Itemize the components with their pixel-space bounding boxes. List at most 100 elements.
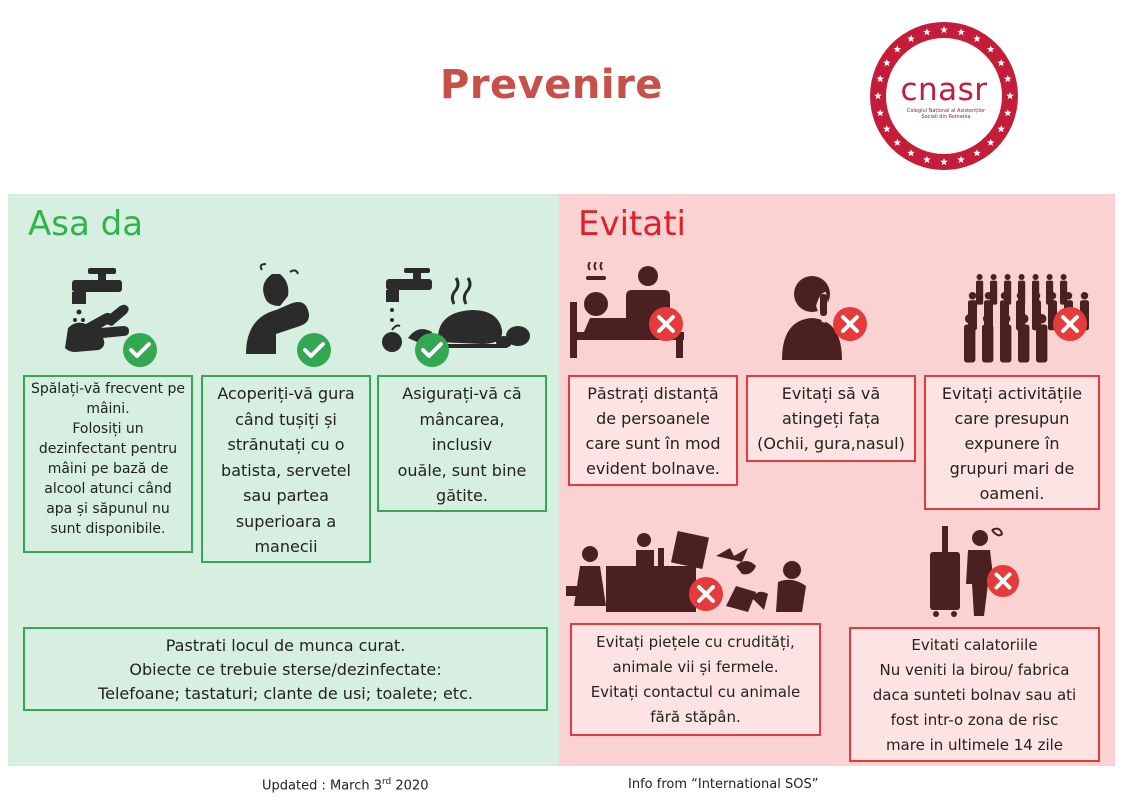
source-note: Info from “International SOS” <box>628 777 819 792</box>
travel-tip: Evitati calatoriile Nu veniti la birou/ … <box>849 627 1100 762</box>
logo-star <box>893 138 902 146</box>
tip-line: batista, servetel <box>221 460 351 480</box>
washing-hands-icon <box>65 268 129 352</box>
handwashing-tip: Spălați-vă frecvent pe mâini. Folosiți u… <box>23 375 193 553</box>
tip-line: care sunt în mod <box>585 434 721 453</box>
logo-star <box>907 34 915 43</box>
crowd-person <box>982 314 994 363</box>
cross-icon <box>833 307 867 341</box>
tip-line: mâini pe bază de <box>47 461 169 477</box>
tip-line: grupuri mari de <box>949 459 1075 478</box>
tip-line: strănutați cu o <box>227 435 345 454</box>
cough-into-elbow-icon <box>246 263 309 354</box>
check-icon <box>297 333 331 367</box>
logo-star <box>940 158 948 166</box>
tip-line: Evitați să vă <box>781 384 881 403</box>
crowd-person <box>1032 274 1040 305</box>
tip-line: Păstrați distanță <box>587 384 719 403</box>
tip-line: Spălați-vă frecvent pe <box>30 381 186 397</box>
tip-line: fost intr-o zona de risc <box>890 711 1059 729</box>
tip-line: ouăle, sunt bine <box>397 460 527 480</box>
touch-face-tip: Evitați să vă atingeți fața (Ochii, gura… <box>746 375 916 462</box>
cooked-food-tip: Asigurați-vă că mâncarea, inclusiv ouăle… <box>377 375 547 512</box>
logo-star <box>874 92 882 100</box>
tip-line: apa și săpunul nu <box>46 501 170 517</box>
crowd-person <box>1000 314 1012 363</box>
cnasr-logo <box>870 22 1018 170</box>
animal-market-icon <box>566 531 806 612</box>
tip-line: mare in ultimele 14 zile <box>885 736 1064 754</box>
cross-icon <box>986 564 1020 598</box>
tip-line: sau partea <box>243 486 329 505</box>
tip-line: care presupun <box>954 409 1070 428</box>
crowd-person <box>1004 274 1012 305</box>
cover-mouth-tip: Acoperiți-vă gura când tușiți și strănut… <box>201 375 371 563</box>
markets-animals-tip: Evitați piețele cu crudități, animale vi… <box>570 623 821 736</box>
tip-line: mâini. <box>86 401 130 417</box>
crowd-person <box>1032 292 1041 331</box>
logo-star <box>973 149 981 157</box>
tip-line: Evitați contactul cu animale <box>590 683 801 701</box>
updated-sup: rd <box>382 777 392 787</box>
logo-star <box>1003 109 1012 117</box>
tip-line: animale vii și fermele. <box>612 658 779 676</box>
cross-icon <box>649 307 683 341</box>
crowd-person <box>1060 274 1068 305</box>
tip-line: dezinfectant pentru <box>38 441 178 457</box>
cooked-food-icon <box>382 268 530 352</box>
logo-star <box>923 28 931 36</box>
tip-line: mâncarea, <box>419 409 505 429</box>
crowd-person <box>1018 314 1030 363</box>
avoid-heading: Evitati <box>578 204 686 244</box>
tip-line: daca sunteti bolnav sau ati <box>872 686 1077 704</box>
updated-date: Updated : March 3rd 2020 <box>262 777 429 793</box>
logo-star <box>923 155 931 163</box>
tip-line: expunere în <box>964 434 1060 453</box>
logo-star <box>883 59 891 67</box>
tip-line: Evitați activitățile <box>941 384 1083 403</box>
keep-distance-tip: Păstrați distanță de persoanele care sun… <box>568 375 738 486</box>
tip-line: Obiecte ce trebuie sterse/dezinfectate: <box>129 660 442 679</box>
tip-line: superioara a <box>235 511 337 531</box>
cross-icon <box>689 577 723 611</box>
do-heading: Asa da <box>28 204 144 244</box>
logo-star <box>1003 74 1012 83</box>
logo-star <box>893 45 902 53</box>
check-icon <box>123 333 157 367</box>
crowd-person <box>976 274 984 305</box>
tip-line: evident bolnave. <box>586 459 720 478</box>
crowds-tip: Evitați activitățile care presupun expun… <box>924 375 1100 510</box>
logo-star <box>986 138 995 146</box>
crowd-person <box>1018 274 1026 305</box>
tip-line: sunt disponibile. <box>50 521 166 537</box>
updated-text: Updated : March 3 <box>262 778 383 794</box>
logo-star <box>876 109 885 117</box>
logo-star <box>973 34 981 43</box>
tip-line: (Ochii, gura,nasul) <box>757 434 905 453</box>
logo-text: cnasr <box>900 72 988 108</box>
check-icon <box>415 333 449 367</box>
tip-line: gătite. <box>436 486 488 505</box>
tip-line: de persoanele <box>596 409 710 428</box>
tip-line: fără stăpân. <box>650 708 741 726</box>
logo-star <box>997 59 1005 67</box>
crowd-person <box>990 274 998 305</box>
updated-year: 2020 <box>391 778 429 794</box>
touch-face-icon <box>782 276 842 360</box>
tip-line: inclusiv <box>431 435 493 454</box>
travel-luggage-icon <box>930 526 1004 617</box>
tip-line: când tușiți și <box>235 409 337 429</box>
tip-line: manecii <box>254 537 318 556</box>
tip-line: Pastrati locul de munca curat. <box>165 636 406 655</box>
tip-line: Asigurați-vă că <box>402 384 522 403</box>
tip-line: Nu veniti la birou/ fabrica <box>879 661 1070 679</box>
tip-line: Evitati calatoriile <box>911 636 1038 654</box>
logo-star <box>957 28 965 36</box>
tip-line: alcool atunci când <box>44 481 172 497</box>
crowd-person <box>964 314 976 363</box>
tip-line: oameni. <box>979 484 1045 503</box>
page-title: Prevenire <box>440 62 663 108</box>
logo-star <box>997 125 1005 133</box>
workplace-tip: Pastrati locul de munca curat. Obiecte c… <box>23 627 548 711</box>
crowd-person <box>1036 314 1048 363</box>
